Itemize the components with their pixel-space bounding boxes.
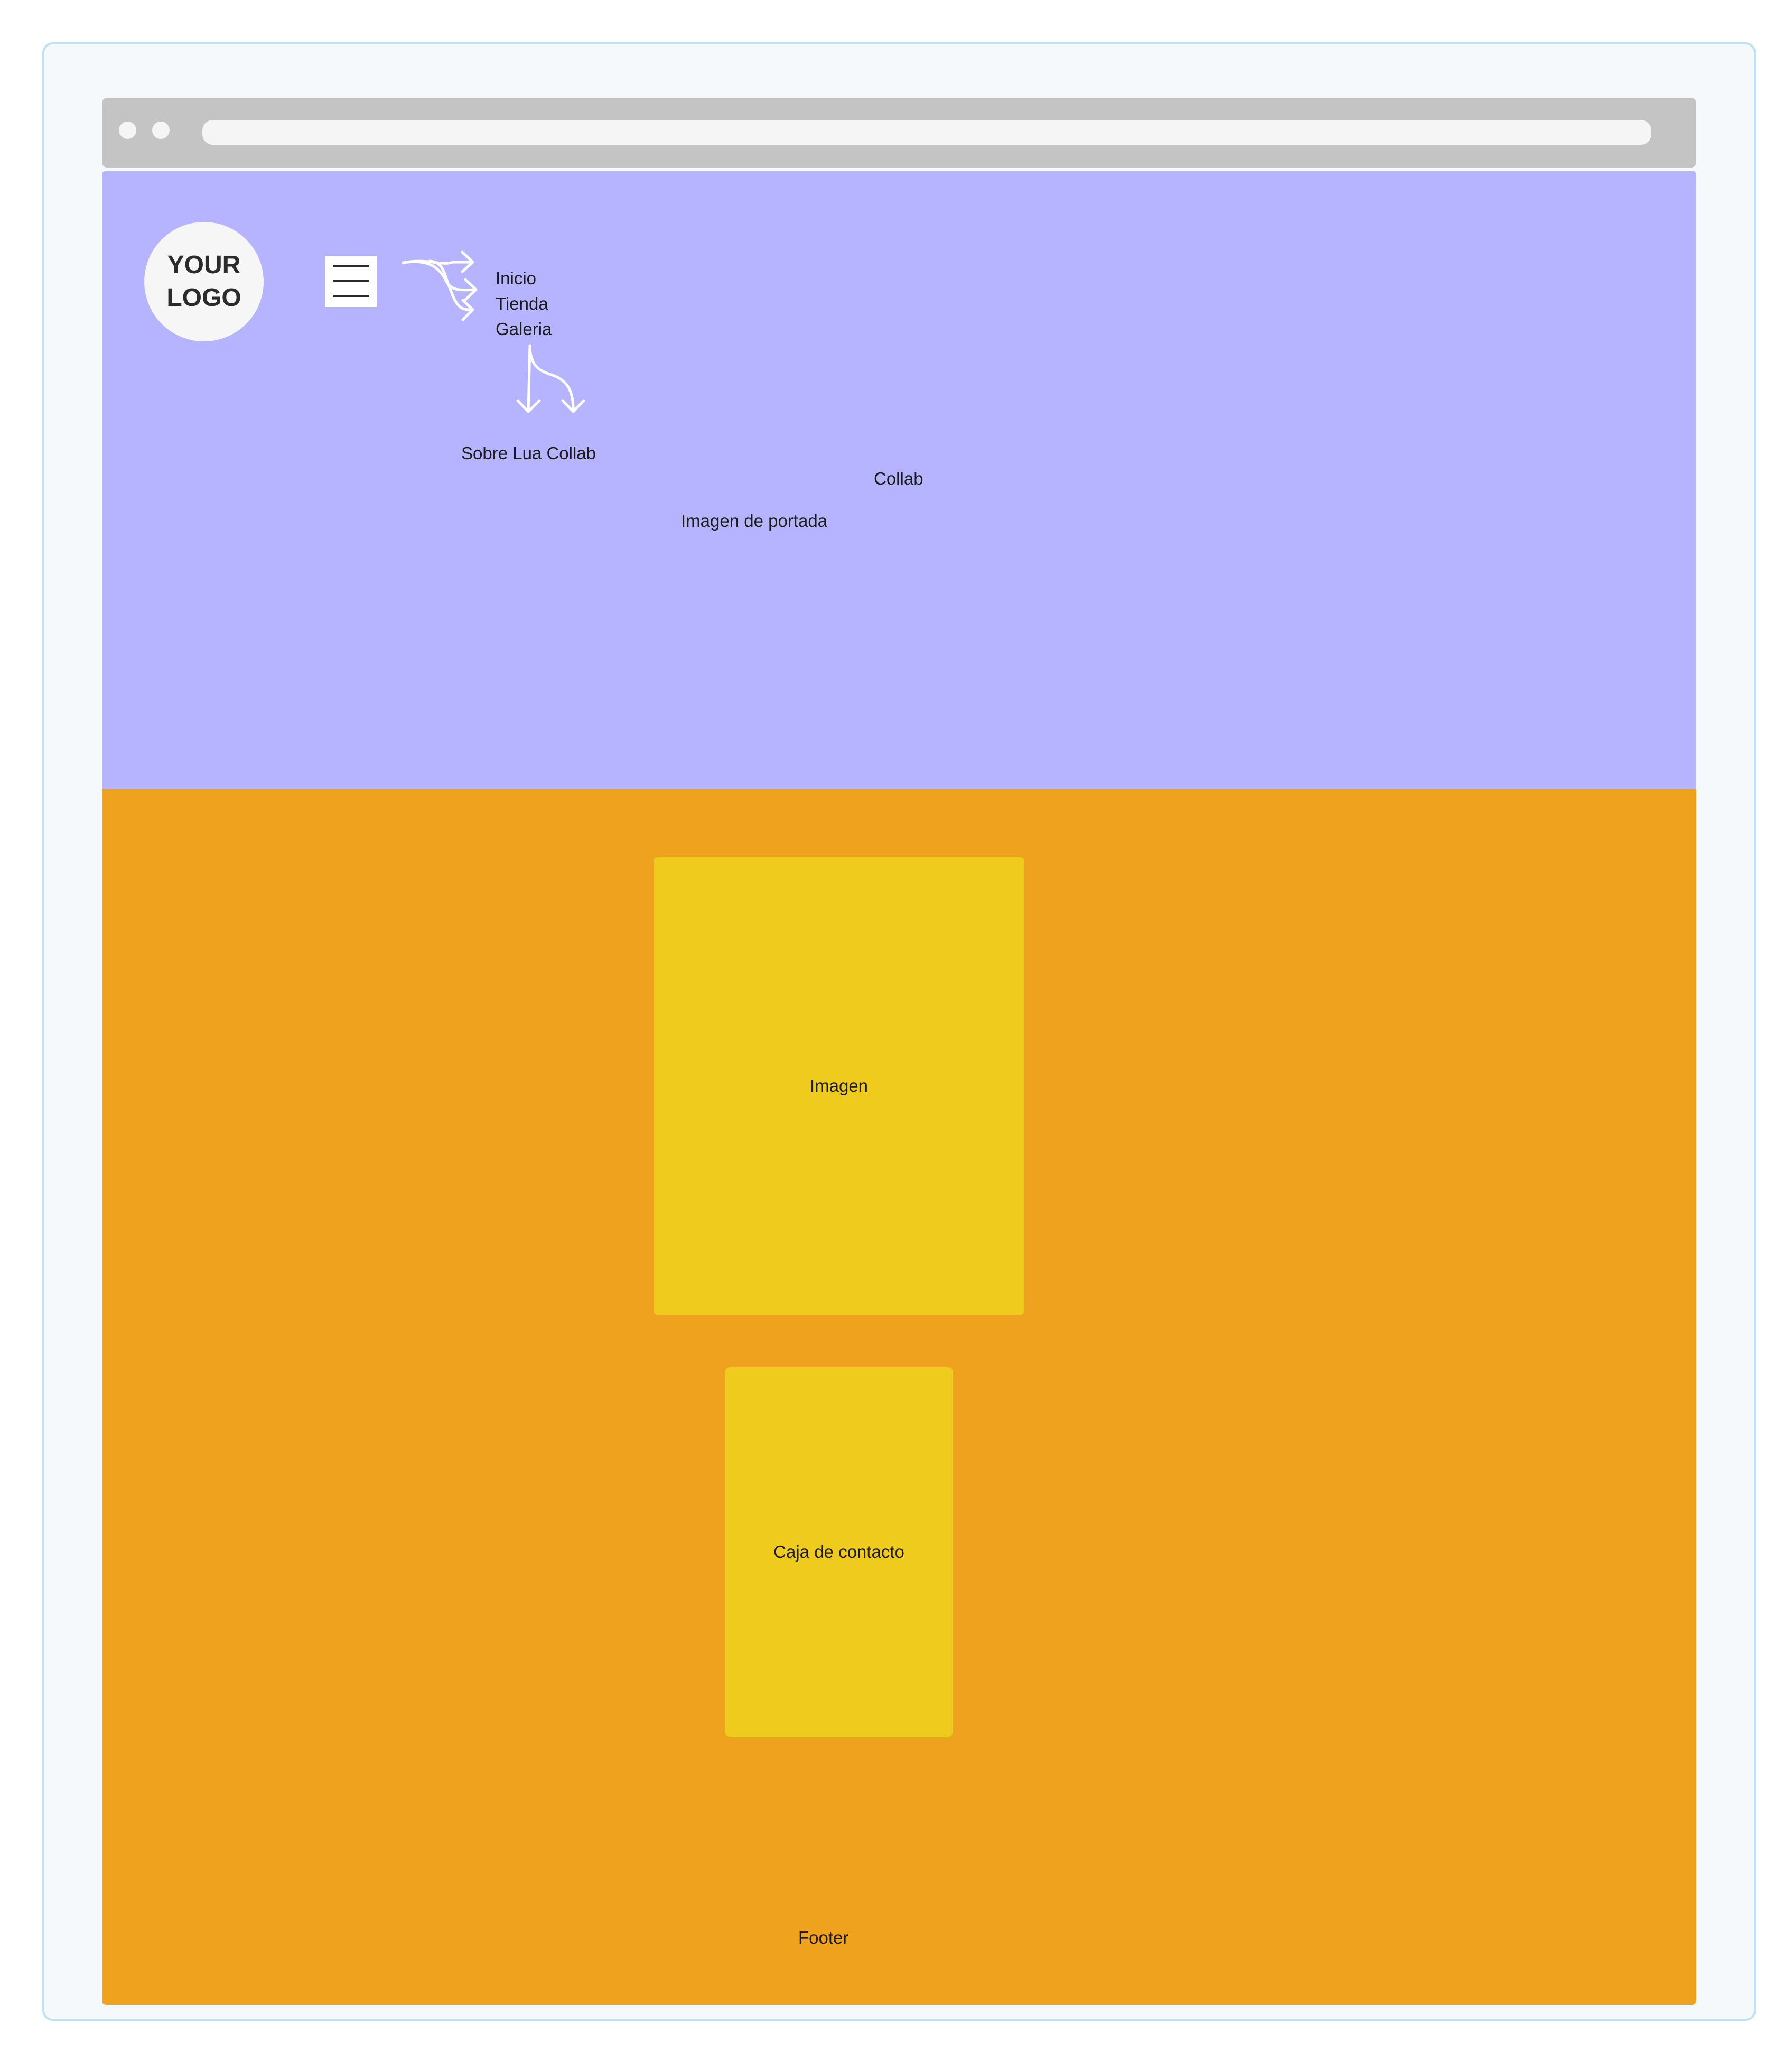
nav-item-galeria[interactable]: Galeria: [496, 319, 552, 339]
hero-section: YOUR LOGO Inicio Tienda Galeria: [102, 171, 1696, 789]
logo-line-1: YOUR: [167, 251, 241, 279]
browser-chrome: [102, 98, 1696, 168]
contact-label: Caja de contacto: [773, 1542, 904, 1562]
nav-menu: Inicio Tienda Galeria: [496, 266, 552, 342]
image-placeholder: Imagen: [654, 857, 1024, 1315]
submenu-sobre-lua-collab[interactable]: Sobre Lua Collab: [461, 443, 596, 463]
window-dot[interactable]: [119, 122, 136, 139]
collab-label: Collab: [874, 469, 923, 488]
image-label: Imagen: [809, 1076, 869, 1095]
address-bar[interactable]: [202, 120, 1651, 145]
cover-image-label: Imagen de portada: [681, 511, 828, 531]
footer: Footer: [798, 1928, 849, 1947]
nav-item-tienda[interactable]: Tienda: [496, 294, 548, 313]
curved-arrows-icon: [402, 250, 478, 321]
logo[interactable]: YOUR LOGO: [144, 222, 264, 341]
hamburger-icon[interactable]: [325, 256, 377, 307]
contact-box[interactable]: Caja de contacto: [725, 1367, 953, 1737]
logo-line-2: LOGO: [166, 284, 241, 312]
nav-item-inicio[interactable]: Inicio: [496, 268, 537, 288]
content-section: Imagen Caja de contacto Footer: [102, 789, 1696, 2005]
window-dot[interactable]: [152, 122, 170, 139]
curved-arrows-down-icon: [516, 344, 585, 413]
